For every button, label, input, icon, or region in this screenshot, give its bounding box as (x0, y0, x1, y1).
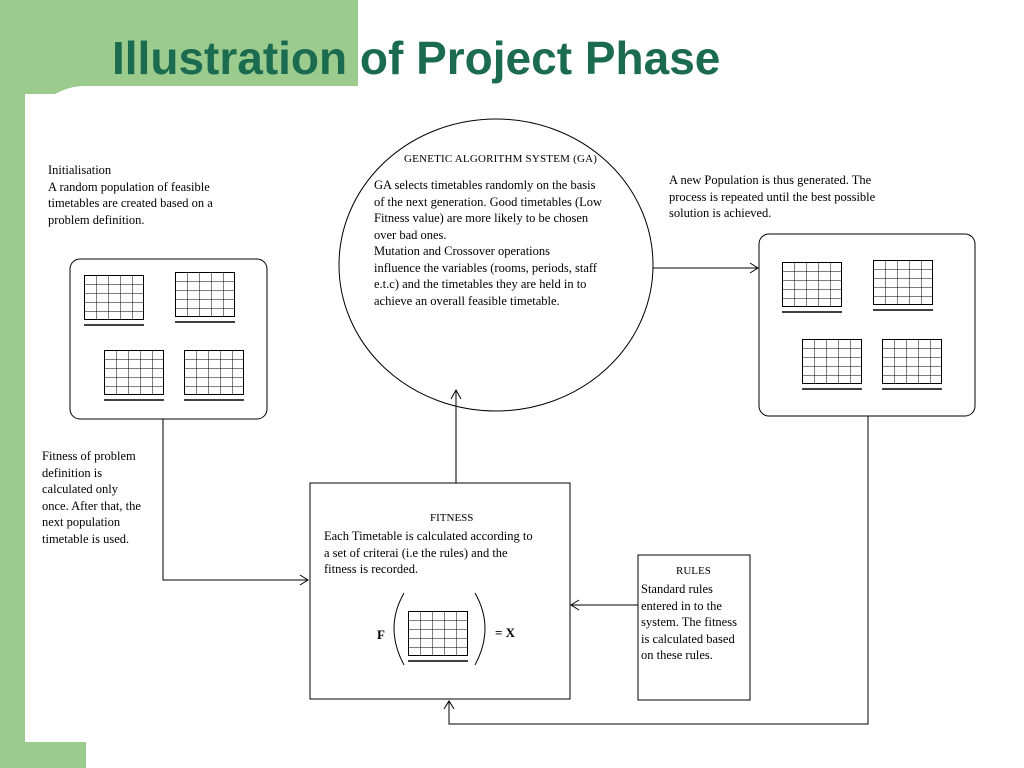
accent-bar-top (0, 0, 358, 94)
timetable-icon (781, 261, 843, 313)
accent-bar-bottom (0, 742, 86, 768)
ga-text: GA selects timetables randomly on the ba… (374, 177, 602, 309)
text-line: Standard rules (641, 582, 713, 596)
timetable-icon (872, 259, 934, 311)
text-line: problem definition. (48, 212, 145, 227)
text-line: Each Timetable is calculated according t… (324, 529, 533, 543)
slide-title: Illustration of Project Phase (112, 32, 721, 84)
text-line: on these rules. (641, 648, 713, 662)
arrowhead (450, 388, 462, 400)
connector-new-population-loop (448, 416, 869, 725)
timetable-icon (881, 338, 943, 390)
timetable-icon (801, 338, 863, 390)
text-line: A random population of feasible (48, 179, 210, 194)
text-line: is calculated based (641, 631, 735, 646)
rules-box (637, 554, 751, 701)
fitness-title: FITNESS (430, 512, 474, 524)
fitness-note-text: Fitness of problem definition is calcula… (42, 448, 141, 547)
text-line: Fitness value) are more likely to be cho… (374, 211, 589, 225)
arrowhead (299, 574, 309, 586)
text-line: a set of criterai (i.e the rules) and th… (324, 545, 508, 560)
text-line: next population (42, 515, 121, 529)
text-line: of the next generation. Good timetables … (374, 194, 603, 209)
arrowhead (570, 599, 580, 611)
text-line: over bad ones. (374, 227, 447, 242)
text-line: process is repeated until the best possi… (669, 189, 876, 204)
text-line: solution is achieved. (669, 206, 772, 220)
timetable-icon (83, 274, 145, 326)
new-population-box (758, 233, 976, 417)
timetable-icon (183, 349, 245, 401)
timetable-icon (407, 610, 469, 662)
arrowhead (443, 700, 455, 710)
formula-right-paren (474, 592, 486, 666)
text-line: achieve an overall feasible timetable. (374, 293, 560, 308)
arrowhead (749, 262, 759, 274)
text-line: A new Population is thus generated. The (669, 173, 872, 187)
text-line: fitness is recorded. (324, 562, 419, 576)
text-line: definition is (42, 465, 103, 480)
text-line: timetable is used. (42, 531, 130, 546)
text-line: entered in to the (641, 598, 722, 613)
text-line: influence the variables (rooms, periods,… (374, 260, 597, 275)
text-line: e.t.c) and the timetables they are held … (374, 277, 587, 291)
initialisation-text: Initialisation A random population of fe… (48, 162, 213, 228)
timetable-icon (174, 271, 236, 323)
text-line: Mutation and Crossover operations (374, 244, 551, 258)
text-line: GA selects timetables randomly on the ba… (374, 178, 596, 192)
formula-result: = X (495, 625, 516, 640)
ga-title: GENETIC ALGORITHM SYSTEM (GA) (404, 153, 598, 165)
new-population-text: A new Population is thus generated. The … (669, 172, 875, 222)
accent-bar-left (0, 0, 25, 768)
connector-population-to-fitness (162, 419, 308, 581)
text-line: once. After that, the (42, 498, 141, 513)
initialisation-heading: Initialisation (48, 163, 112, 177)
rules-text: Standard rules entered in to the system.… (641, 581, 737, 664)
text-line: timetables are created based on a (48, 196, 213, 210)
rules-title: RULES (676, 565, 711, 577)
formula-f: F (377, 627, 385, 642)
formula-left-paren (393, 592, 405, 666)
text-line: Fitness of problem (42, 449, 136, 463)
timetable-icon (103, 349, 165, 401)
fitness-box (309, 482, 571, 700)
ga-system-ellipse (338, 118, 654, 412)
fitness-text: Each Timetable is calculated according t… (324, 528, 533, 578)
text-line: calculated only (42, 482, 119, 496)
text-line: system. The fitness (641, 615, 737, 629)
